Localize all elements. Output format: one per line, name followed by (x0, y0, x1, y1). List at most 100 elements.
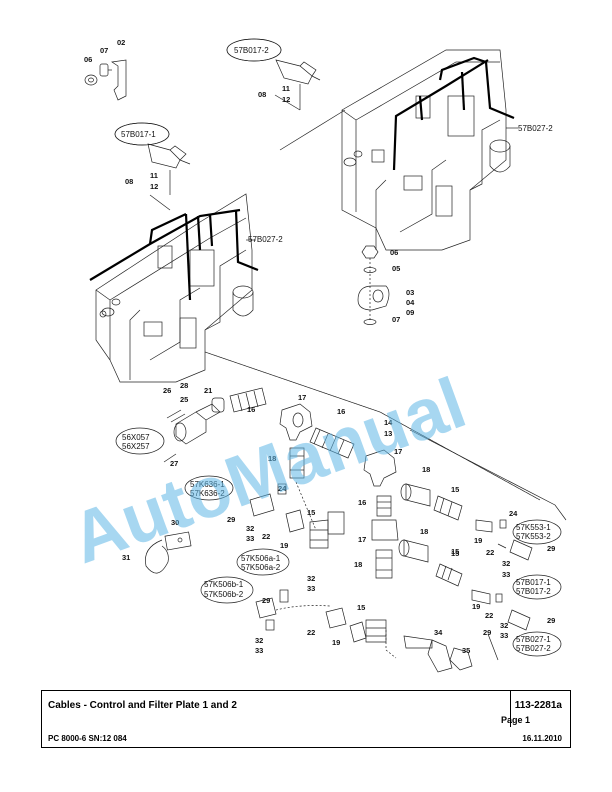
callout: 11 (282, 84, 290, 93)
page-number: Page 1 (500, 715, 530, 725)
drawing-date: 16.11.2010 (522, 734, 562, 743)
callout: 19 (280, 541, 288, 550)
callout: 07 (392, 315, 400, 324)
control-plate-1-frame (95, 193, 254, 383)
reference-label: 57B017-1 (516, 578, 551, 587)
control-plate-2-frame (341, 49, 511, 251)
callout: 29 (483, 628, 491, 637)
callout: 34 (434, 628, 443, 637)
callout: 15 (451, 549, 459, 558)
callout: 29 (262, 596, 270, 605)
callout: 35 (462, 646, 470, 655)
callout: 03 (406, 288, 414, 297)
callout: 32 (500, 621, 508, 630)
callout-labels: 02 07 06 57B017-2 11 08 12 57B017-1 11 0… (84, 38, 555, 655)
callout: 25 (180, 395, 188, 404)
title-block-divider (510, 691, 511, 727)
callout: 24 (509, 509, 518, 518)
callout: 33 (255, 646, 263, 655)
reference-label: 57K553-2 (516, 532, 551, 541)
callout: 22 (485, 611, 493, 620)
reference-label: 57K506a-2 (241, 563, 281, 572)
callout: 32 (255, 636, 263, 645)
callout: 29 (547, 616, 555, 625)
bracket-assembly-02 (84, 59, 127, 101)
clamp-hardware-stack (357, 245, 390, 325)
callout: 16 (247, 405, 255, 414)
callout: 33 (246, 534, 254, 543)
reference-label: 57K636-2 (190, 489, 225, 498)
callout: 18 (354, 560, 362, 569)
callout: 19 (472, 602, 480, 611)
callout: 33 (502, 570, 510, 579)
callout: 18 (268, 454, 276, 463)
reference-label: 57B027-2 (518, 124, 553, 133)
callout: 33 (500, 631, 508, 640)
reference-label: 56X057 (122, 433, 150, 442)
callout: 27 (170, 459, 178, 468)
callout: 04 (406, 298, 415, 307)
reference-label: 57B027-1 (516, 635, 551, 644)
callout: 17 (298, 393, 306, 402)
cable-harness-1 (89, 208, 259, 301)
callout: 17 (394, 447, 402, 456)
reference-label: 57B017-1 (121, 130, 156, 139)
callout: 08 (258, 90, 266, 99)
callout: 26 (163, 386, 171, 395)
callout: 15 (357, 603, 365, 612)
callout: 32 (307, 574, 315, 583)
callout: 22 (307, 628, 315, 637)
callout: 12 (150, 182, 158, 191)
callout: 06 (84, 55, 92, 64)
callout: 15 (451, 485, 459, 494)
callout: 33 (307, 584, 315, 593)
callout: 32 (246, 524, 254, 533)
callout: 15 (451, 547, 459, 556)
reference-label: 57K506b-2 (204, 590, 244, 599)
callout: 17 (358, 535, 366, 544)
callout: 24 (278, 484, 287, 493)
reference-label: 57B017-2 (234, 46, 269, 55)
reference-label: 56X257 (122, 442, 150, 451)
callout: 05 (392, 264, 400, 273)
reference-label: 57B027-2 (516, 644, 551, 653)
callout: 11 (150, 171, 158, 180)
reference-label: 57K553-1 (516, 523, 551, 532)
reference-outlines (114, 38, 562, 657)
harness-components (145, 351, 567, 673)
callout: 19 (474, 536, 482, 545)
reference-label: 57K506a-1 (241, 554, 281, 563)
callout: 21 (204, 386, 212, 395)
cable-harness-2 (392, 56, 515, 171)
callout: 28 (180, 381, 188, 390)
callout: 13 (384, 429, 392, 438)
callout: 19 (332, 638, 340, 647)
title-block: Cables - Control and Filter Plate 1 and … (41, 690, 571, 748)
drawing-number: 113-2281a (514, 700, 562, 711)
callout: 15 (307, 508, 315, 517)
callout: 09 (406, 308, 414, 317)
reference-label: 57B027-2 (248, 235, 283, 244)
callout: 08 (125, 177, 133, 186)
callout: 30 (171, 518, 179, 527)
callout: 07 (100, 46, 108, 55)
callout: 32 (502, 559, 510, 568)
reference-label: 57K636-1 (190, 480, 225, 489)
callout: 22 (262, 532, 270, 541)
callout: 18 (420, 527, 428, 536)
callout: 06 (390, 248, 398, 257)
reference-label: 57B017-2 (516, 587, 551, 596)
callout: 31 (122, 553, 130, 562)
callout: 29 (227, 515, 235, 524)
drawing-title: Cables - Control and Filter Plate 1 and … (48, 700, 237, 711)
reference-label: 57K506b-1 (204, 580, 244, 589)
callout: 12 (282, 95, 290, 104)
callout: 16 (358, 498, 366, 507)
callout: 14 (384, 418, 393, 427)
callout: 02 (117, 38, 125, 47)
callout: 18 (422, 465, 430, 474)
machine-model: PC 8000-6 SN:12 084 (48, 734, 127, 743)
callout: 29 (547, 544, 555, 553)
callout: 16 (337, 407, 345, 416)
